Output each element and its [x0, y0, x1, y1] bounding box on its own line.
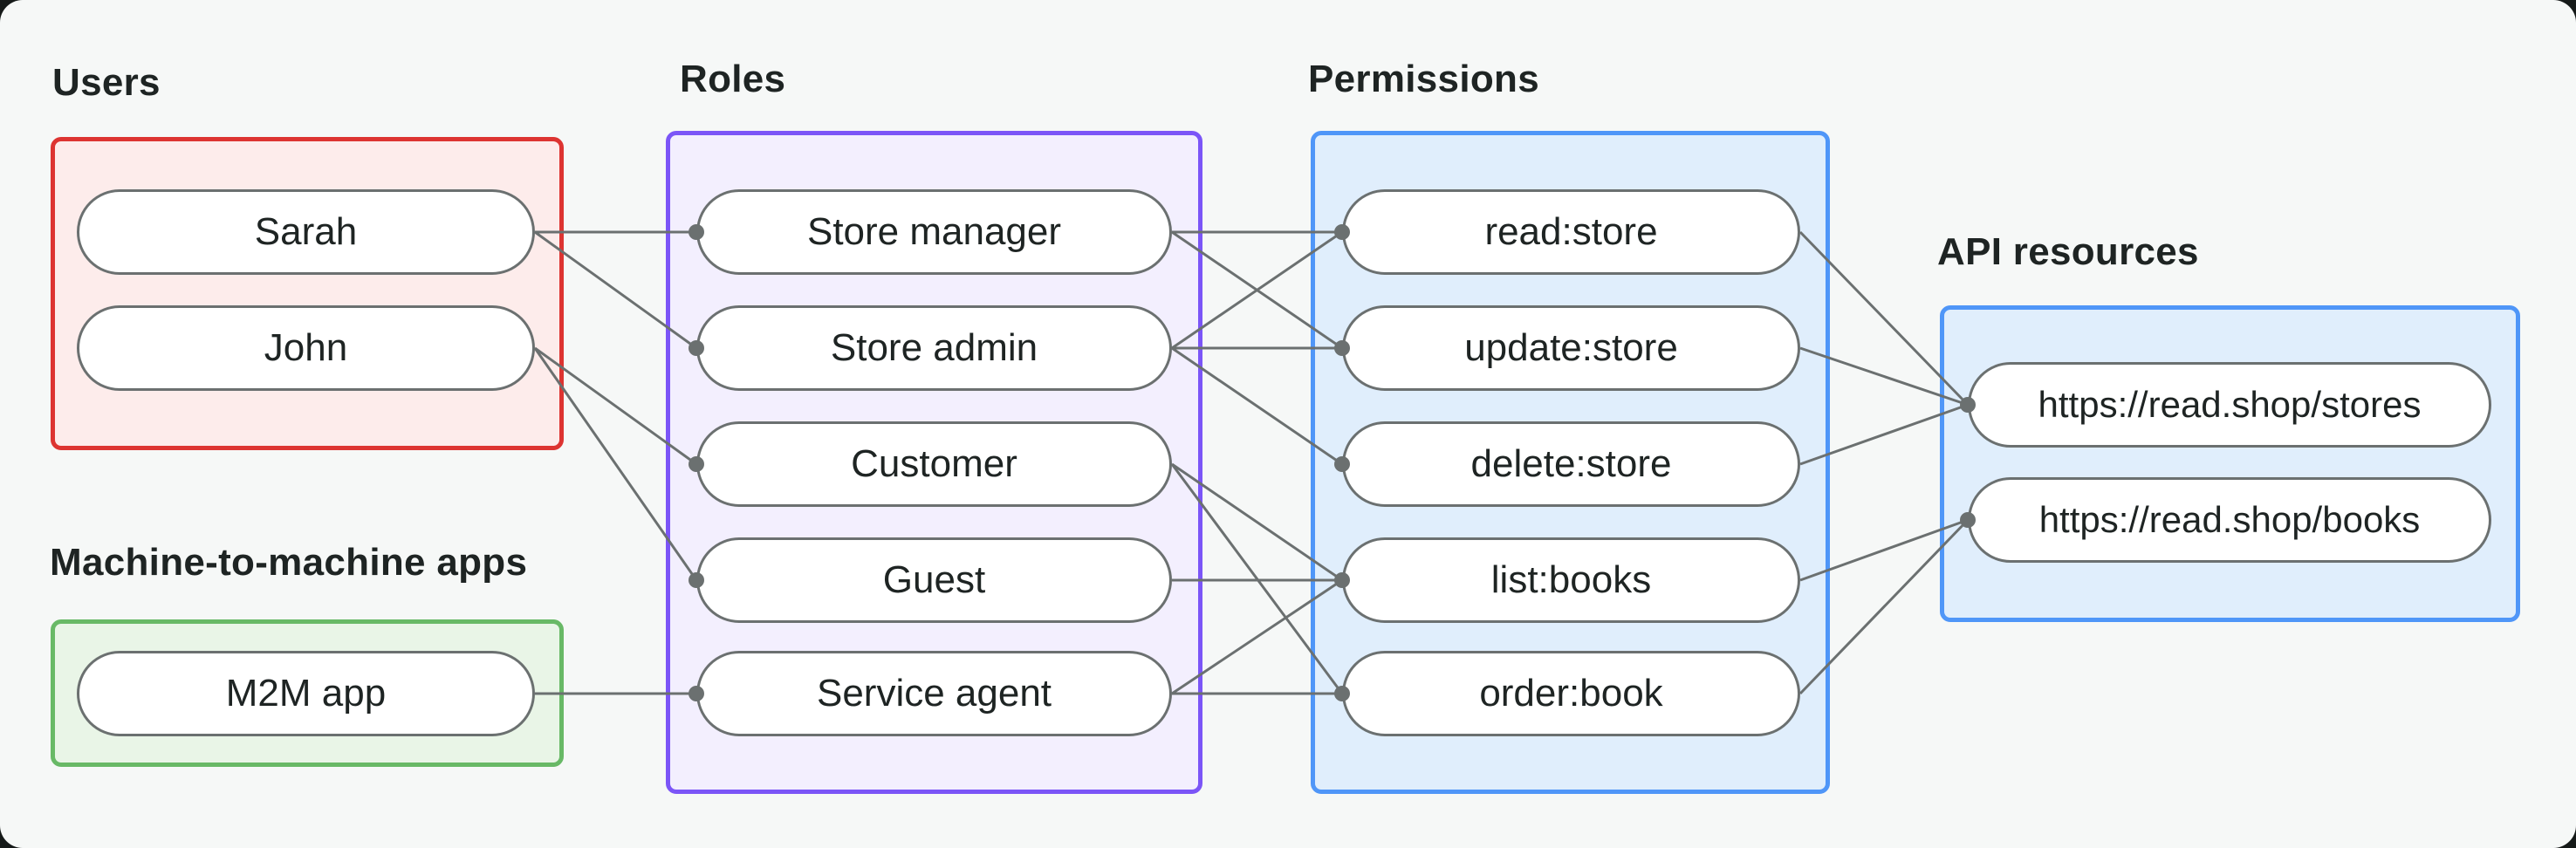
node-label: Sarah	[254, 210, 358, 253]
node-label: https://read.shop/stores	[2038, 384, 2422, 425]
m2m-group-label: Machine-to-machine apps	[50, 541, 528, 584]
api-resources-group-label: API resources	[1937, 230, 2199, 273]
roles-group-label: Roles	[680, 58, 786, 100]
node-delete-store: delete:store	[1342, 421, 1800, 507]
node-label: order:book	[1479, 672, 1663, 715]
node-label: Service agent	[816, 672, 1052, 715]
node-order-book: order:book	[1342, 651, 1800, 736]
node-api-books: https://read.shop/books	[1968, 477, 2491, 563]
node-label: read:store	[1484, 210, 1658, 253]
node-label: Customer	[851, 442, 1017, 485]
node-sarah: Sarah	[77, 189, 535, 275]
users-group-box	[51, 137, 564, 450]
node-update-store: update:store	[1342, 305, 1800, 391]
node-label: John	[264, 326, 348, 369]
node-label: update:store	[1464, 326, 1678, 369]
permissions-group-label: Permissions	[1308, 58, 1539, 100]
node-service-agent: Service agent	[696, 651, 1172, 736]
node-label: delete:store	[1470, 442, 1672, 485]
node-list-books: list:books	[1342, 537, 1800, 623]
api-resources-group-box	[1940, 305, 2520, 622]
node-api-stores: https://read.shop/stores	[1968, 362, 2491, 448]
node-customer: Customer	[696, 421, 1172, 507]
node-label: Store manager	[806, 210, 1062, 253]
node-read-store: read:store	[1342, 189, 1800, 275]
node-label: https://read.shop/books	[2038, 499, 2421, 540]
node-m2m-app: M2M app	[77, 651, 535, 736]
node-store-admin: Store admin	[696, 305, 1172, 391]
node-label: list:books	[1490, 558, 1652, 601]
users-group-label: Users	[52, 61, 161, 104]
node-label: Store admin	[830, 326, 1038, 369]
node-john: John	[77, 305, 535, 391]
node-store-manager: Store manager	[696, 189, 1172, 275]
node-guest: Guest	[696, 537, 1172, 623]
node-label: Guest	[882, 558, 986, 601]
node-label: M2M app	[225, 672, 387, 715]
